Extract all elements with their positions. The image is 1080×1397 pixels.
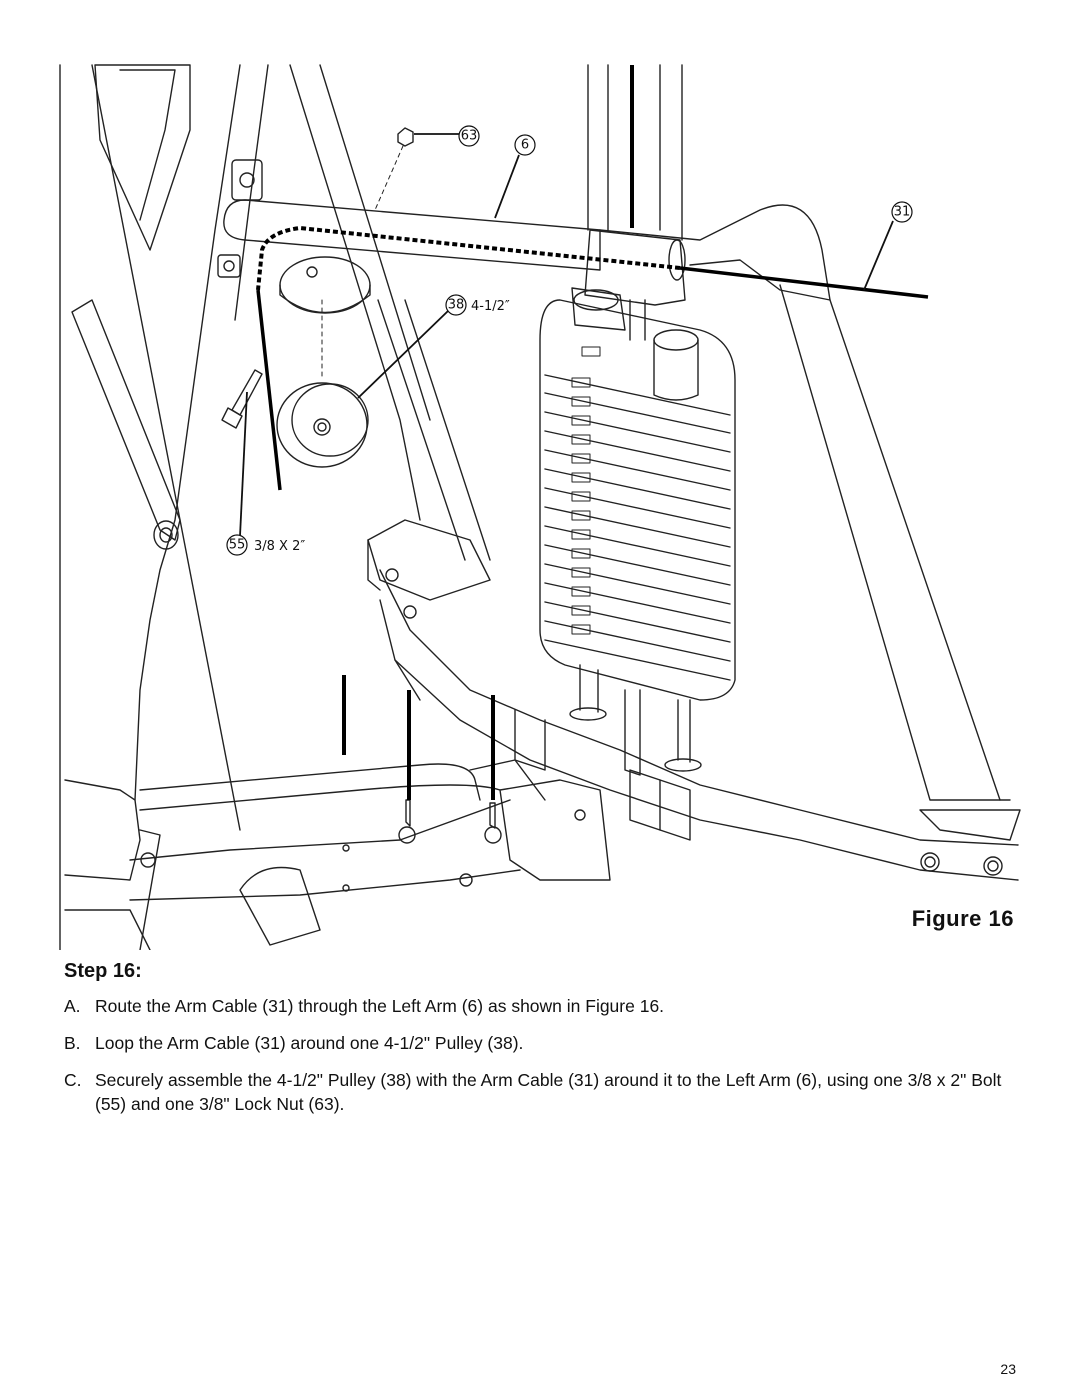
svg-text:3/8 X 2″: 3/8 X 2″	[254, 539, 305, 554]
pulley-drawing	[221, 127, 414, 468]
weight-column-drawing	[584, 64, 686, 306]
left-arm-tube-drawing	[223, 199, 1021, 841]
assembly-figure: 63 6 31 38 4-1/2″ 55 3/8 X 2″	[59, 64, 1021, 950]
page-number: 23	[1000, 1361, 1016, 1377]
center-post-drawing	[367, 299, 491, 601]
svg-text:6: 6	[521, 138, 529, 153]
base-frame-drawing	[379, 568, 1019, 881]
callout-63: 63	[458, 125, 480, 147]
callout-55: 55 3/8 X 2″	[226, 534, 305, 556]
step-heading: Step 16:	[64, 960, 142, 982]
callout-6: 6	[514, 134, 536, 156]
svg-text:55: 55	[229, 538, 246, 553]
svg-text:63: 63	[461, 129, 478, 144]
step-instructions: A. Route the Arm Cable (31) through the …	[64, 994, 1024, 1129]
arm-cable-drawing	[256, 65, 929, 800]
svg-text:38: 38	[448, 298, 465, 313]
svg-text:4-1/2″: 4-1/2″	[471, 299, 510, 314]
instruction-letter: A.	[64, 996, 81, 1016]
instruction-text: Loop the Arm Cable (31) around one 4-1/2…	[95, 1033, 524, 1053]
instruction-item-c: C. Securely assemble the 4-1/2" Pulley (…	[64, 1068, 1024, 1116]
callout-38: 38 4-1/2″	[445, 294, 510, 316]
figure-caption: Figure 16	[911, 906, 1014, 931]
instruction-letter: C.	[64, 1070, 82, 1090]
callout-leaders	[239, 133, 894, 537]
instruction-item-b: B. Loop the Arm Cable (31) around one 4-…	[64, 1031, 1024, 1055]
instruction-item-a: A. Route the Arm Cable (31) through the …	[64, 994, 1024, 1018]
left-frame-drawing	[59, 64, 431, 950]
svg-text:31: 31	[894, 205, 911, 220]
weight-stack-drawing	[539, 287, 736, 776]
instruction-letter: B.	[64, 1033, 81, 1053]
instruction-text: Route the Arm Cable (31) through the Lef…	[95, 996, 665, 1016]
callout-31: 31	[891, 201, 913, 223]
bench-base-drawing	[64, 763, 521, 950]
instruction-text: Securely assemble the 4-1/2" Pulley (38)…	[95, 1070, 1002, 1114]
